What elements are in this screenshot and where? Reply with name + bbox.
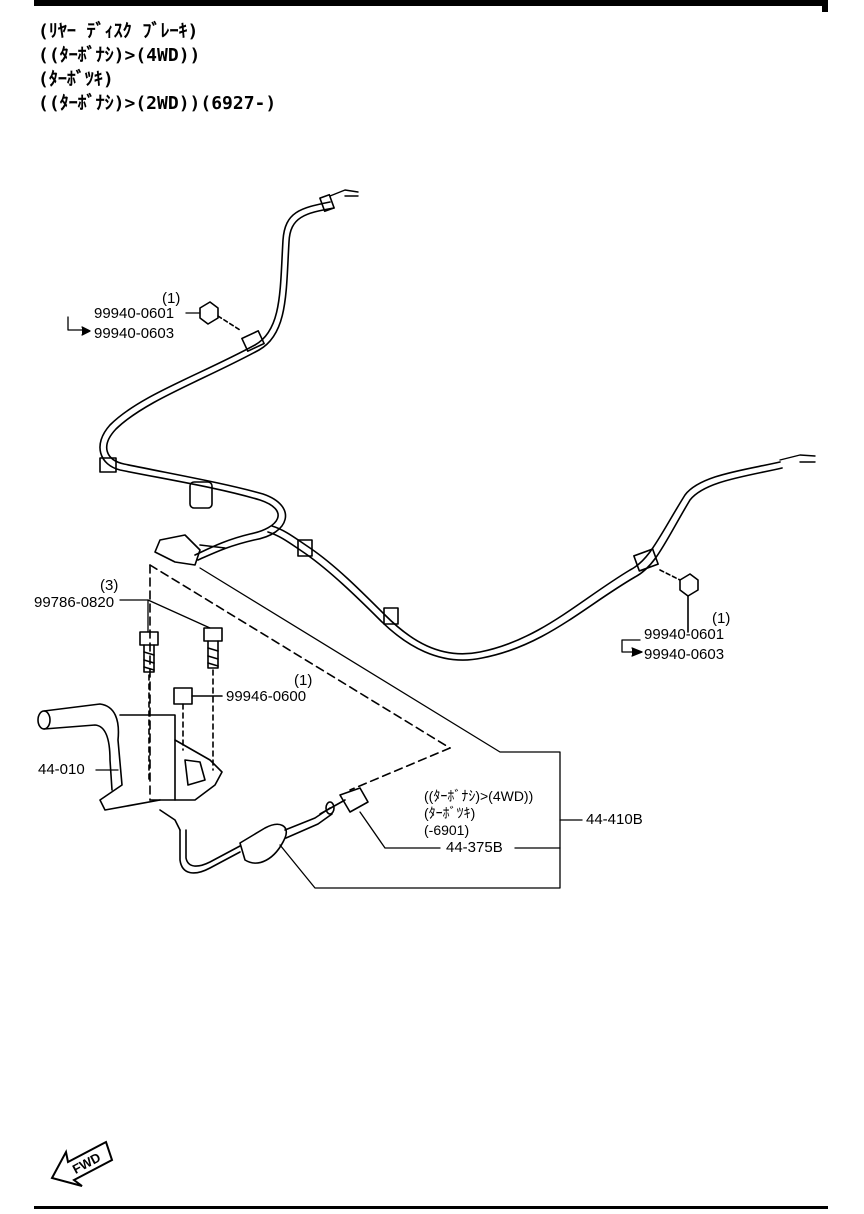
qty-label: (3) (100, 577, 119, 594)
part-number-label: 44-010 (38, 761, 85, 778)
part-number-label: 99786-0820 (34, 594, 115, 611)
part-number-label: 99940-0603 (94, 325, 175, 342)
rear-cable-left (99, 189, 359, 561)
part-number-label: 99940-0601 (94, 305, 175, 322)
qty-label: (1) (294, 672, 313, 689)
fwd-arrow-icon: FWD (50, 1140, 114, 1187)
nut-mid (173, 687, 223, 751)
part-number-label: 99946-0600 (226, 688, 307, 705)
bolts (139, 627, 223, 781)
header-line-4: ((ﾀｰﾎﾞﾅｼ)>(2WD))(6927-) (38, 93, 277, 114)
nut-left (199, 301, 241, 331)
nut-right (659, 569, 699, 633)
parking-brake-lever (37, 703, 223, 831)
header-line-1: (ﾘﾔｰ ﾃﾞｨｽｸ ﾌﾞﾚｰｷ) (38, 21, 199, 42)
front-cable (179, 799, 346, 874)
part-number-label: 44-375B (446, 839, 503, 856)
condition-label: (ﾀｰﾎﾞﾂｷ) (424, 805, 476, 821)
condition-label: ((ﾀｰﾎﾞﾅｼ)>(4WD)) (424, 788, 534, 804)
header-line-3: (ﾀｰﾎﾞﾂｷ) (38, 69, 114, 90)
bottom-border (34, 1206, 828, 1209)
adjuster-nut (339, 787, 369, 813)
leader-lines (67, 312, 643, 889)
cable-clips (99, 330, 659, 625)
part-number-label: 99940-0603 (644, 646, 725, 663)
header-line-2: ((ﾀｰﾎﾞﾅｼ)>(4WD)) (38, 45, 201, 66)
condition-label: (-6901) (424, 822, 470, 838)
qty-label: (1) (162, 290, 181, 307)
rear-cable-right (267, 454, 816, 661)
diagram-header: (ﾘﾔｰ ﾃﾞｨｽｸ ﾌﾞﾚｰｷ) ((ﾀｰﾎﾞﾅｼ)>(4WD)) (ﾀｰﾎﾞ… (38, 20, 276, 116)
top-border (34, 0, 828, 6)
equalizer (154, 534, 226, 566)
corner-mark (822, 0, 828, 12)
part-number-label: 99940-0601 (644, 626, 725, 643)
qty-label: (1) (712, 610, 731, 627)
part-number-label: 44-410B (586, 811, 643, 828)
dashed-guides (149, 564, 451, 801)
